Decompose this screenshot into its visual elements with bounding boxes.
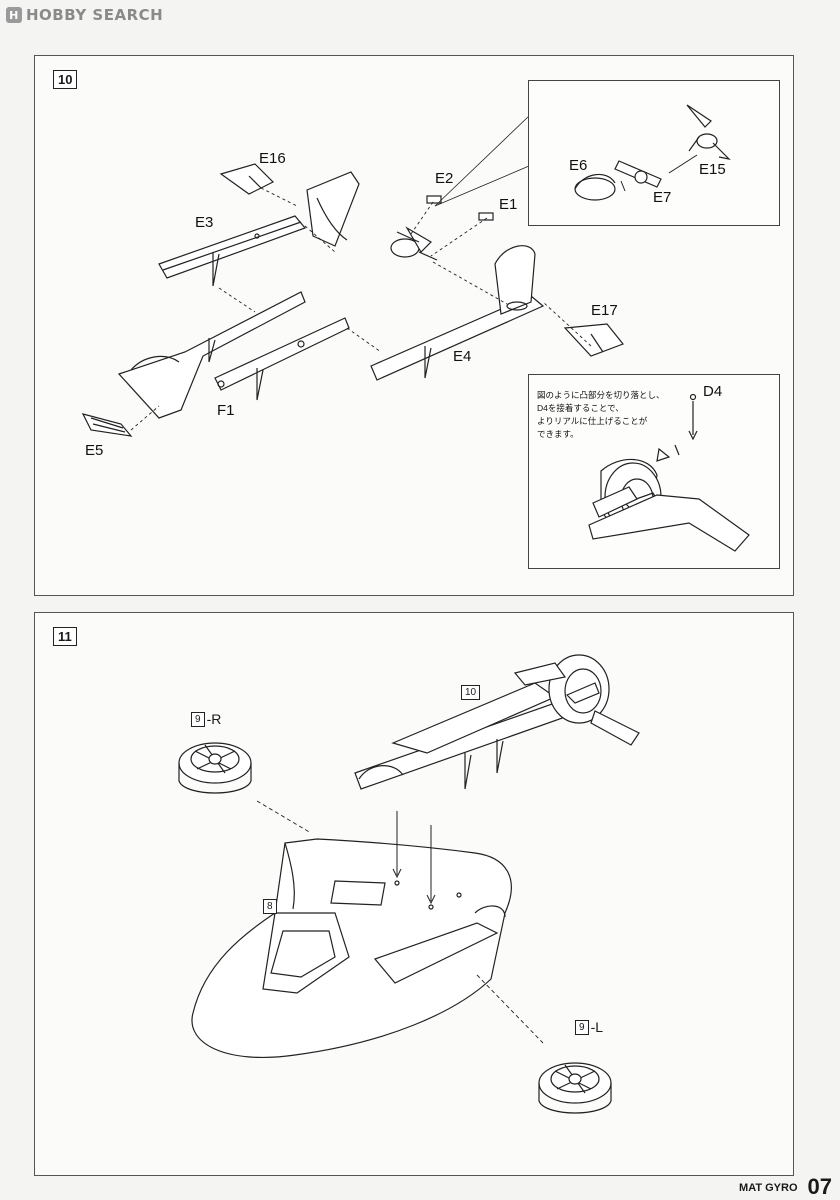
main-body-drawing xyxy=(191,838,512,1059)
ref-part-8-box: 8 xyxy=(263,899,277,914)
hobby-search-logo-icon: H xyxy=(6,7,22,23)
part-e3-drawing xyxy=(158,215,307,287)
step-11-illustration xyxy=(178,654,640,1114)
label-e2: E2 xyxy=(435,170,454,187)
fan-left-drawing xyxy=(538,1062,612,1114)
ref-part-9r-box: 9 xyxy=(191,711,205,727)
label-e6: E6 xyxy=(569,157,588,174)
ref-part-9l-box: 9 xyxy=(575,1019,589,1035)
step-10-panel: 10 xyxy=(34,55,794,596)
footer-page-number: 07 xyxy=(807,1174,832,1199)
ref-step-10: 10 xyxy=(461,685,481,700)
ref-part-8: 8 xyxy=(263,899,277,914)
ref-part-9r-suffix: -R xyxy=(206,711,222,727)
label-e7: E7 xyxy=(653,189,672,206)
d4-detail-drawing xyxy=(588,393,750,552)
modification-note-text: 図のように凸部分を切り落とし、 D4を接着することで、 よりリアルに仕上げること… xyxy=(537,390,665,439)
watermark-text: HOBBY SEARCH xyxy=(26,6,164,24)
label-f1: F1 xyxy=(217,402,235,419)
ref-part-9l: 9 -L xyxy=(575,1019,603,1035)
label-e5: E5 xyxy=(85,442,104,459)
step-10-illustration xyxy=(81,115,624,437)
step-10-number: 10 xyxy=(53,70,78,89)
part-e5-drawing xyxy=(81,413,133,437)
label-e1: E1 xyxy=(499,196,518,213)
part-e4-drawing xyxy=(370,245,545,381)
propeller-drawing xyxy=(390,226,438,261)
duct-upper-drawing xyxy=(306,171,360,247)
part-e16-drawing xyxy=(219,163,275,195)
modification-note-inset: 図のように凸部分を切り落とし、 D4を接着することで、 よりリアルに仕上げること… xyxy=(528,374,780,569)
step-11-number: 11 xyxy=(53,627,77,646)
label-e4: E4 xyxy=(453,348,472,365)
fan-right-drawing xyxy=(178,742,252,794)
step-11-panel: 11 xyxy=(34,612,794,1176)
label-e17: E17 xyxy=(591,302,618,319)
footer-model-name: MAT GYRO xyxy=(739,1182,798,1194)
watermark: H HOBBY SEARCH xyxy=(6,4,163,26)
lower-body-drawing xyxy=(117,291,350,419)
page-footer: MAT GYRO 07 xyxy=(739,1174,832,1200)
label-d4: D4 xyxy=(703,383,723,400)
propeller-detail-drawing xyxy=(574,104,731,201)
label-e16: E16 xyxy=(259,150,286,167)
ref-step-10-box: 10 xyxy=(461,685,481,700)
label-e15: E15 xyxy=(699,161,726,178)
label-e3: E3 xyxy=(195,214,214,231)
ref-part-9r: 9 -R xyxy=(191,711,221,727)
boom-assembly-drawing xyxy=(354,654,640,790)
part-e17-drawing xyxy=(563,323,624,357)
propeller-detail-inset: E6 E7 E15 xyxy=(528,80,780,226)
ref-part-9l-suffix: -L xyxy=(590,1019,604,1035)
